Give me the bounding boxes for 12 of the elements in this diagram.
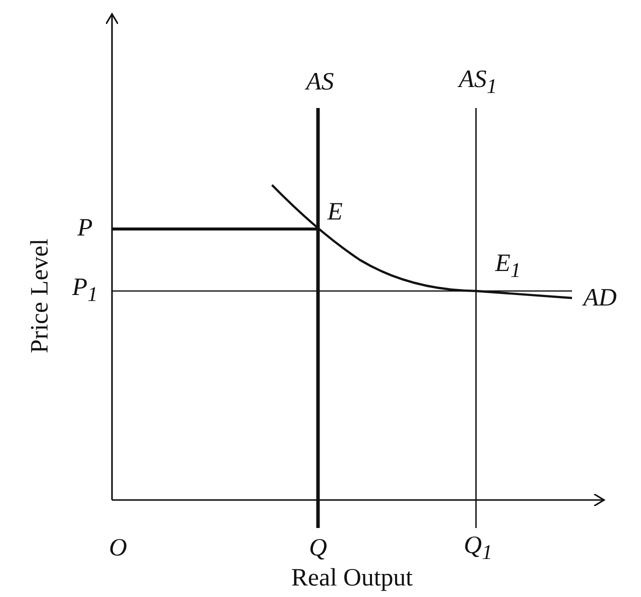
axis-title: Real Output — [291, 566, 413, 590]
curve-label: AD — [583, 286, 617, 310]
curve-label: AS$_{1}$ — [458, 67, 498, 97]
curve-label: AS — [306, 70, 334, 94]
axis-title: Price Level — [28, 238, 52, 354]
origin-label: O — [108, 536, 128, 560]
tick-label: P — [77, 216, 93, 240]
point-label: E$_{1}$ — [495, 251, 521, 281]
tick-label: Q — [308, 536, 328, 560]
point-label: E — [327, 200, 343, 224]
tick-label: Q$_{1}$ — [464, 533, 492, 563]
tick-label: P$_{1}$ — [72, 275, 98, 305]
